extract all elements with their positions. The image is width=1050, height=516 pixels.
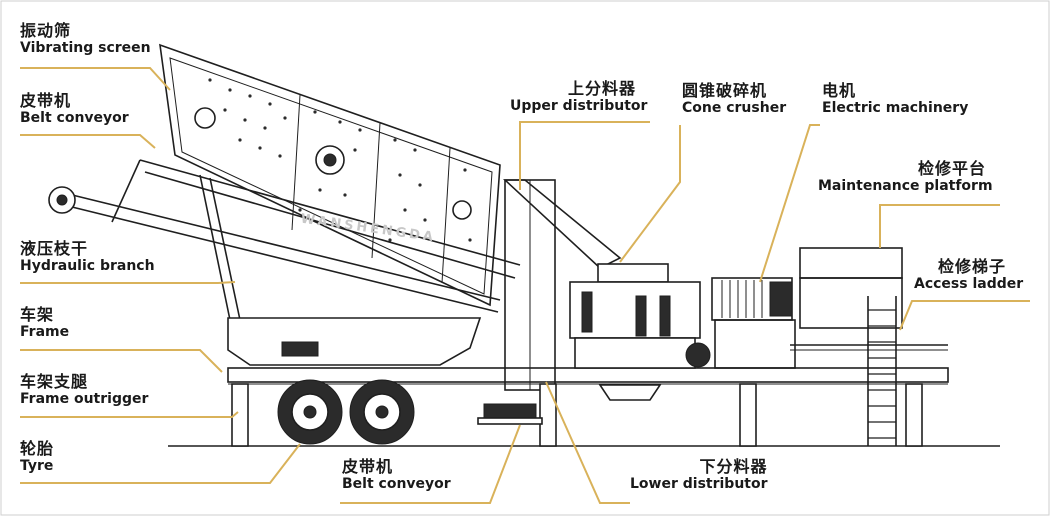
label-frame-outrigger-zh: 车架支腿 xyxy=(20,372,89,391)
label-maintenance-platform-zh: 检修平台 xyxy=(918,159,987,178)
label-frame-zh: 车架 xyxy=(20,305,55,324)
label-belt-conveyor-bottom-en: Belt conveyor xyxy=(342,476,451,493)
label-belt-conveyor-bottom-zh: 皮带机 xyxy=(342,457,394,476)
label-hydraulic-branch-en: Hydraulic branch xyxy=(20,258,155,275)
cone-crusher-drawing xyxy=(569,263,711,369)
label-tyre-en: Tyre xyxy=(20,458,54,475)
label-tyre-zh: 轮胎 xyxy=(20,439,55,458)
label-upper-distributor: 上分料器 Upper distributor xyxy=(510,79,648,115)
label-vibrating-screen: 振动筛 Vibrating screen xyxy=(20,21,151,57)
vibrating-screen-drawing xyxy=(159,43,501,307)
label-frame-outrigger-en: Frame outrigger xyxy=(20,391,149,408)
label-cone-crusher-en: Cone crusher xyxy=(682,100,787,117)
label-belt-conveyor-top: 皮带机 Belt conveyor xyxy=(20,91,129,127)
label-upper-distributor-zh: 上分料器 xyxy=(568,79,637,98)
label-maintenance-platform-en: Maintenance platform xyxy=(818,178,993,195)
label-belt-conveyor-top-zh: 皮带机 xyxy=(20,91,72,110)
label-frame: 车架 Frame xyxy=(20,305,70,341)
label-lower-distributor-en: Lower distributor xyxy=(630,476,768,493)
label-electric-machinery-en: Electric machinery xyxy=(822,100,969,117)
label-access-ladder: 检修梯子 Access ladder xyxy=(914,257,1024,293)
label-electric-machinery-zh: 电机 xyxy=(822,81,857,100)
label-frame-outrigger: 车架支腿 Frame outrigger xyxy=(20,372,149,408)
top-belt-conveyor-drawing xyxy=(48,159,521,321)
label-cone-crusher-zh: 圆锥破碎机 xyxy=(682,81,768,100)
platform-drawing xyxy=(790,247,948,446)
label-tyre: 轮胎 Tyre xyxy=(20,439,55,475)
label-lower-distributor-zh: 下分料器 xyxy=(699,457,768,476)
distributor-column-drawing xyxy=(502,179,662,401)
leader-lines xyxy=(20,67,1030,504)
label-hydraulic-branch-zh: 液压枝干 xyxy=(20,239,89,258)
outriggers-drawing xyxy=(231,383,923,447)
label-access-ladder-en: Access ladder xyxy=(914,276,1024,293)
chassis-drawing xyxy=(227,317,949,385)
label-hydraulic-branch: 液压枝干 Hydraulic branch xyxy=(20,239,155,275)
label-access-ladder-zh: 检修梯子 xyxy=(938,257,1007,276)
label-frame-en: Frame xyxy=(20,324,70,341)
label-belt-conveyor-bottom: 皮带机 Belt conveyor xyxy=(342,457,451,493)
label-maintenance-platform: 检修平台 Maintenance platform xyxy=(818,159,993,195)
label-lower-distributor: 下分料器 Lower distributor xyxy=(630,457,768,493)
label-belt-conveyor-top-en: Belt conveyor xyxy=(20,110,129,127)
label-electric-machinery: 电机 Electric machinery xyxy=(822,81,969,117)
label-cone-crusher: 圆锥破碎机 Cone crusher xyxy=(682,81,787,117)
electric-motor-drawing xyxy=(711,277,796,369)
label-vibrating-screen-en: Vibrating screen xyxy=(20,40,151,57)
label-vibrating-screen-zh: 振动筛 xyxy=(20,21,72,40)
tyres-drawing xyxy=(277,379,415,445)
label-upper-distributor-en: Upper distributor xyxy=(510,98,648,115)
bottom-belt-conveyor-drawing xyxy=(477,403,543,425)
